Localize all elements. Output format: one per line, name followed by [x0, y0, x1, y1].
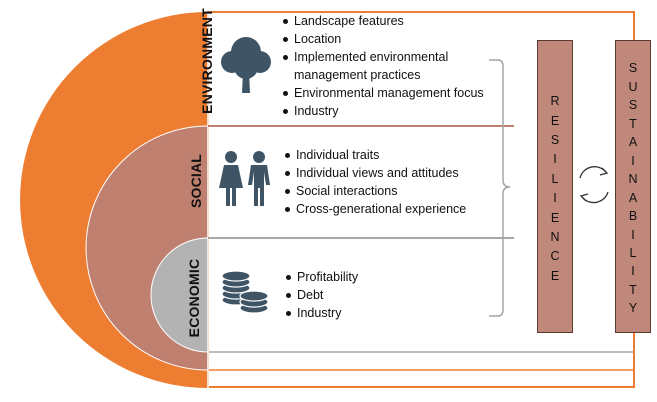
resilience-letter: E	[550, 268, 560, 283]
sustainability-letter: B	[628, 209, 638, 224]
resilience-letter: I	[553, 191, 557, 206]
people-icon	[219, 151, 270, 206]
list-item: Location	[283, 30, 503, 48]
list-item: Debt	[286, 286, 406, 304]
list-item: Environmental management focus	[283, 84, 503, 102]
environment-label: ENVIRONMENT	[199, 8, 215, 114]
economic-label: ECONOMIC	[186, 258, 202, 338]
environment-factor-list: Landscape features Location Implemented …	[283, 12, 503, 120]
list-item: Social interactions	[285, 182, 485, 200]
sustainability-pillar: S U S T A I N A B I L I T Y	[615, 40, 651, 333]
resilience-letter: E	[550, 113, 560, 128]
resilience-pillar: R E S I L I E N C E	[537, 40, 573, 333]
sustainability-letter: T	[629, 116, 637, 131]
list-item: Individual views and attitudes	[285, 164, 485, 182]
resilience-letter: I	[553, 152, 557, 167]
grouping-bracket	[489, 59, 511, 317]
list-item: Individual traits	[285, 146, 485, 164]
coins-icon	[221, 270, 269, 314]
resilience-letter: L	[551, 171, 559, 186]
sustainability-letter: I	[631, 264, 635, 279]
sustainability-letter: A	[628, 135, 638, 150]
sustainability-letter: U	[628, 79, 638, 94]
list-item: Landscape features	[283, 12, 503, 30]
resilience-letter: N	[550, 229, 560, 244]
sustainability-letter: S	[628, 98, 638, 113]
list-item: Implemented environmental management pra…	[283, 48, 503, 84]
sustainability-letter: I	[631, 153, 635, 168]
list-item: Industry	[286, 304, 406, 322]
cycle-arrows-icon	[579, 166, 609, 204]
sustainability-letter: S	[628, 61, 638, 76]
list-item: Profitability	[286, 268, 406, 286]
sustainability-letter: T	[629, 282, 637, 297]
economic-band	[150, 237, 209, 353]
social-factor-list: Individual traits Individual views and a…	[285, 146, 485, 218]
sustainability-letter: I	[631, 227, 635, 242]
resilience-letter: S	[550, 133, 560, 148]
sustainability-letter: Y	[628, 301, 638, 316]
resilience-letter: E	[550, 210, 560, 225]
sustainability-letter: L	[629, 245, 637, 260]
list-item: Industry	[283, 102, 503, 120]
resilience-letter: R	[550, 94, 560, 109]
economic-factor-list: Profitability Debt Industry	[286, 268, 406, 322]
tree-icon	[221, 37, 271, 93]
resilience-letter: C	[550, 249, 560, 264]
social-label: SOCIAL	[188, 153, 204, 209]
list-item: Cross-generational experience	[285, 200, 485, 218]
sustainability-letter: A	[628, 190, 638, 205]
sustainability-letter: N	[628, 172, 638, 187]
